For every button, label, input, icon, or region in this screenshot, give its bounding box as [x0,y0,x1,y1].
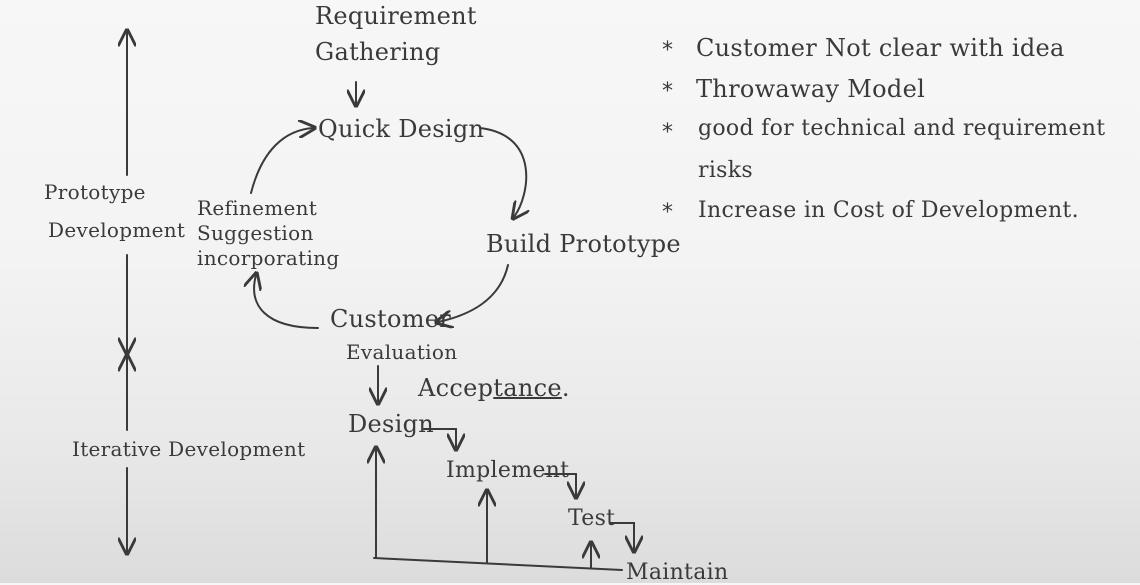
test-step-label: Test [568,506,616,531]
refinement-to-quick-design-arrow [250,128,313,194]
note-1-bullet: * [662,38,673,63]
prototype-label-line2: Development [48,218,186,242]
note-3-text-line2: risks [698,158,753,183]
customer-label: Customer [330,305,452,333]
acceptance-label: Acceptance. [418,374,570,402]
design-to-implement-arrow [423,428,456,448]
requirement-label: Requirement [315,2,477,30]
feedback-baseline [373,557,623,571]
implement-step-label: Implement [446,458,570,483]
note-2-text: Throwaway Model [696,75,926,103]
prototype-label-line1: Prototype [44,180,146,204]
implement-to-test-arrow [544,473,576,496]
acceptance-underline: tance [493,374,562,402]
maintain-step-label: Maintain [626,560,729,585]
iterative-development-label: Iterative Development [72,437,306,461]
note-2-bullet: * [662,79,673,104]
refinement-label-line3: incorporating [197,246,340,270]
test-to-maintain-arrow [609,522,634,550]
build-prototype-label: Build Prototype [486,230,681,258]
evaluation-label: Evaluation [346,340,458,364]
quick-design-to-build-arrow [479,127,526,217]
refinement-label-line2: Suggestion [197,221,314,245]
refinement-label-line1: Refinement [197,196,318,220]
gathering-label: Gathering [315,38,441,66]
quick-design-label: Quick Design [318,115,485,143]
build-to-customer-arrow [438,264,509,322]
design-step-label: Design [348,410,435,438]
note-1-text: Customer Not clear with idea [696,34,1065,62]
note-3-bullet: * [662,120,673,145]
note-4-text: Increase in Cost of Development. [698,198,1079,223]
acceptance-period: . [561,374,570,402]
customer-to-refinement-arrow [254,275,319,329]
note-3-text-line1: good for technical and requirement [698,116,1106,141]
note-4-bullet: * [662,200,673,225]
acceptance-word: Acceptance [418,374,562,402]
